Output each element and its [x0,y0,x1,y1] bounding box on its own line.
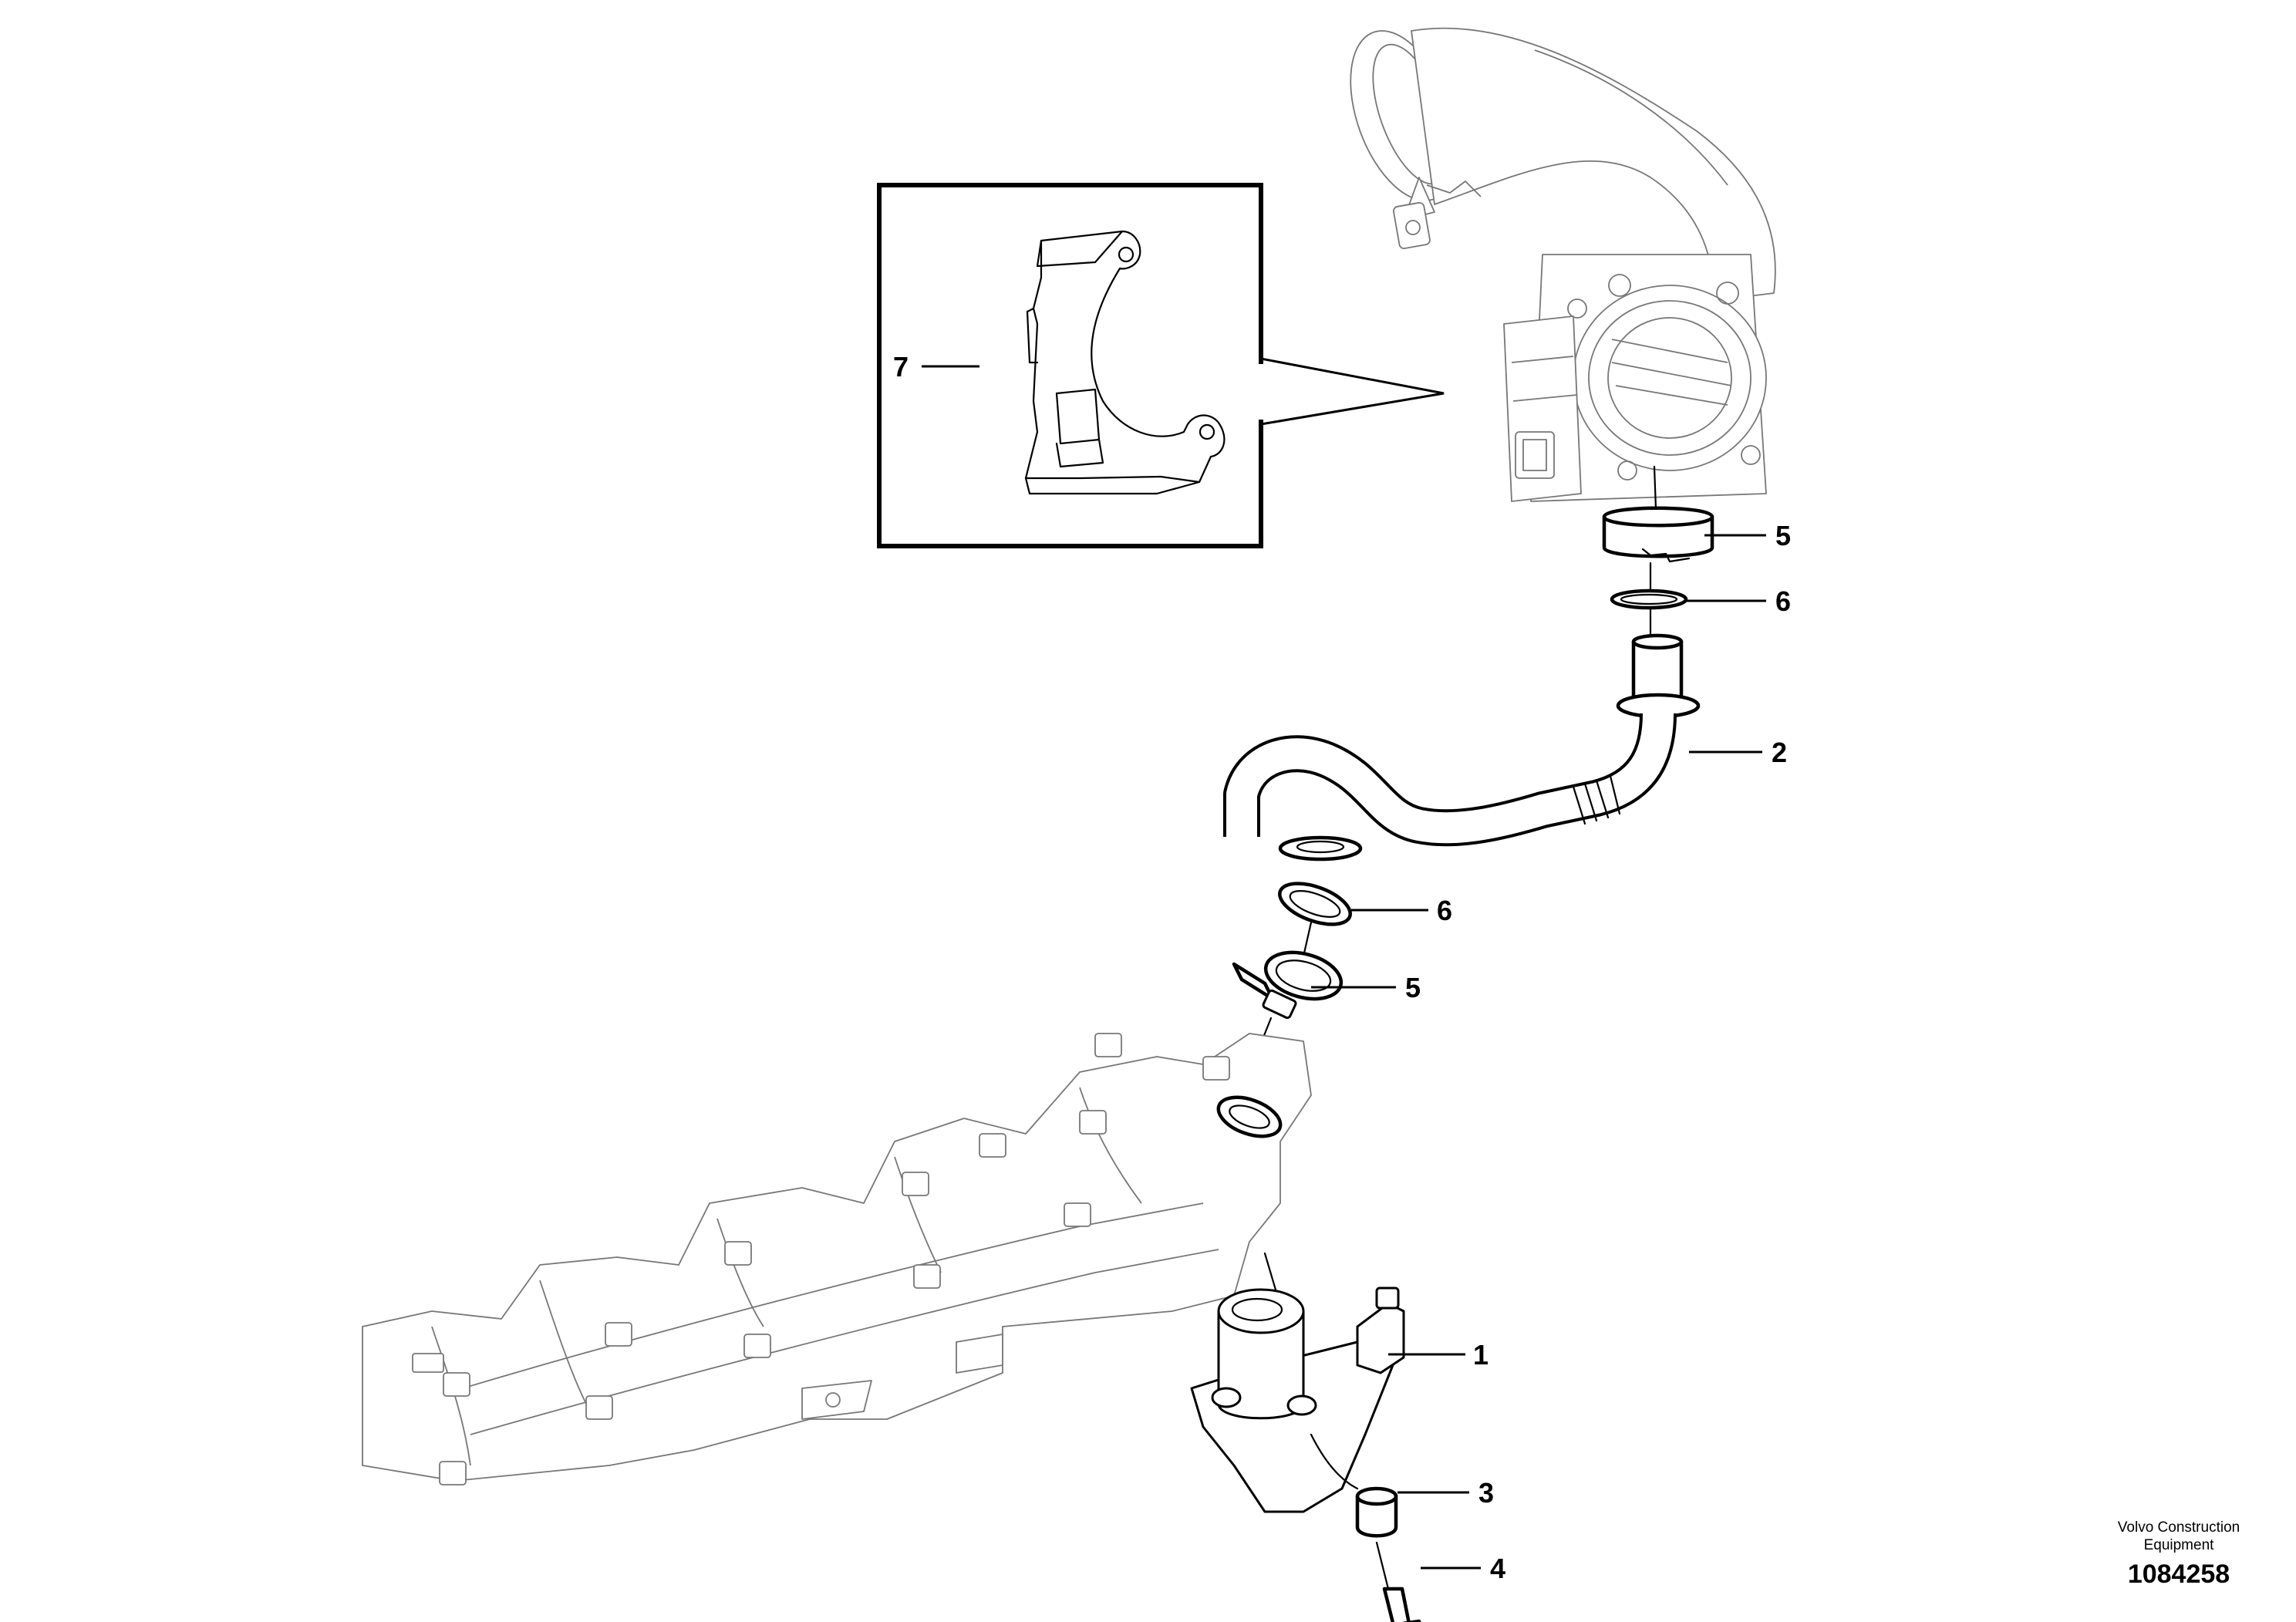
brand-line-2: Equipment [2144,1537,2215,1553]
intake-pipe-and-throttle-body [1350,27,1776,502]
brand-line-1: Volvo Construction [2118,1519,2240,1536]
spacer [1355,1486,1398,1590]
part-number: 1084258 [2128,1560,2230,1589]
callout-2: 2 [1772,737,1787,768]
callout-1: 1 [1473,1339,1489,1371]
brand-block: Volvo Construction Equipment 1084258 [2118,1519,2240,1589]
callout-7: 7 [893,351,909,383]
bent-tube [1223,633,1701,862]
clamp-upper [1602,465,1714,595]
callout-5-upper: 5 [1775,520,1791,551]
leader-lines [922,365,1766,1570]
callout-6-upper: 6 [1775,585,1791,617]
callout-4: 4 [1490,1553,1505,1584]
callout-5-lower: 5 [1405,972,1421,1003]
exhaust-manifold [362,1033,1312,1485]
gasket-lower [1278,882,1352,958]
callout-6-lower: 6 [1437,895,1452,926]
egr-valve [1190,1252,1405,1513]
gasket-upper [1610,588,1688,638]
heat-shield-bracket [1024,230,1226,495]
bolt [1382,1587,1421,1622]
callout-3: 3 [1478,1477,1494,1509]
callout-labels: 7 5 6 2 6 5 1 3 4 [893,351,1791,1584]
manifold-studs [412,1033,1230,1485]
